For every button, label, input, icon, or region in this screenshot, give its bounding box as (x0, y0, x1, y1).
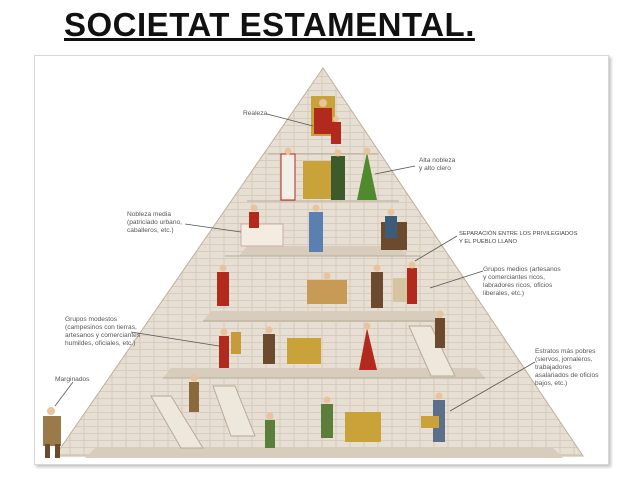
label-alta-nobleza: Alta nobleza y alto clero (419, 157, 456, 172)
tier-floor-modestos (163, 368, 485, 378)
stairs (150, 325, 456, 449)
middle-groups-figures (217, 261, 417, 308)
label-separacion: SEPARACIÓN ENTRE LOS PRIVILEGIADOS Y EL … (459, 231, 578, 245)
slide-title: SOCIETAT ESTAMENTAL. (64, 6, 475, 43)
pyramid-drawing (43, 67, 584, 458)
tier-lines (163, 153, 485, 379)
label-grupos-modestos: Grupos modestos (campesinos con tierras,… (65, 316, 141, 347)
label-realeza: Realeza (243, 110, 268, 117)
tier-floor-pobres (85, 448, 563, 458)
pyramid-illustration: Realeza Alta nobleza y alto clero Noblez… (34, 55, 609, 465)
tier-floor-medios (203, 311, 445, 321)
royalty-figures (311, 96, 341, 144)
middle-nobility-figures (240, 204, 407, 252)
modest-groups-figures (219, 310, 445, 370)
label-nobleza-media: Nobleza media (patriciado urbano, caball… (127, 211, 182, 234)
leader-lines (54, 113, 536, 412)
marginalized-figure (43, 407, 61, 458)
poorest-figures (189, 374, 445, 448)
label-grupos-medios: Grupos medios (artesanos y comerciantes … (483, 266, 561, 297)
high-nobility-figures (280, 147, 377, 201)
label-estratos-pobres: Estratos más pobres (siervos, jornaleros… (535, 348, 599, 387)
label-marginados: Marginados (55, 376, 90, 383)
